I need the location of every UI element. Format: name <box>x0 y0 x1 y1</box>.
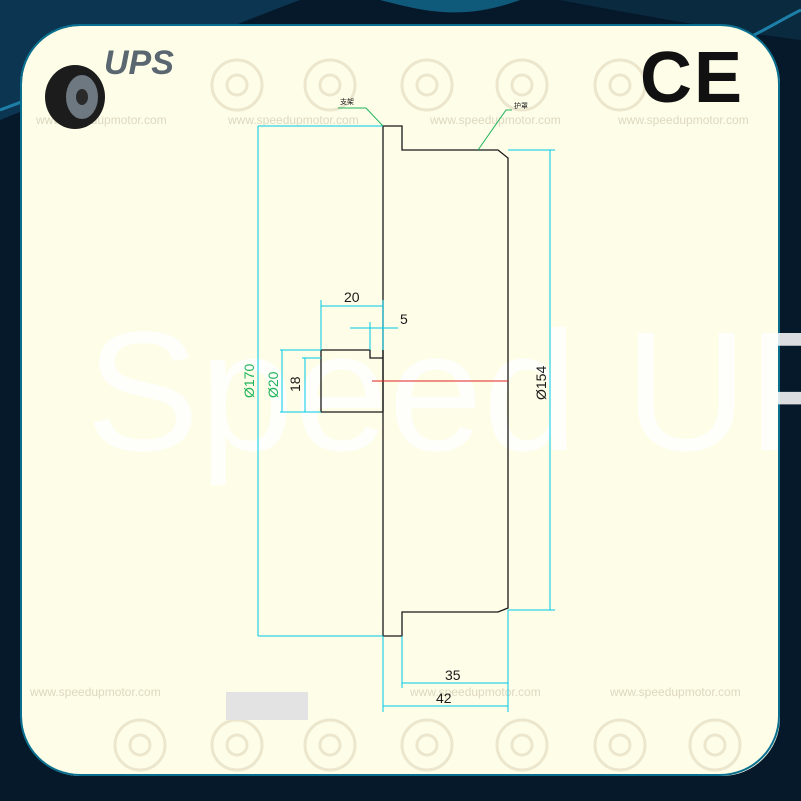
tire-logo-icon <box>45 65 105 129</box>
drawing-panel <box>22 26 780 776</box>
watermark-url-3: www.speedupmotor.com <box>429 113 561 127</box>
dimension-lines <box>257 125 555 712</box>
watermark-url-4: www.speedupmotor.com <box>617 113 749 127</box>
dim-18-label: 18 <box>287 376 303 392</box>
dim-35-label: 35 <box>445 667 461 683</box>
dim-5-label: 5 <box>400 311 408 327</box>
speed-up-watermark: Speed UP <box>86 297 801 487</box>
callout-leaders <box>338 107 512 151</box>
watermark-row-top <box>210 58 647 112</box>
dim-d20-label: Ø20 <box>265 371 281 398</box>
dim-20-label: 20 <box>344 289 360 305</box>
watermark-url-6: www.speedupmotor.com <box>409 685 541 699</box>
bracket-tag: 支架 <box>340 97 354 106</box>
dim-42-label: 42 <box>436 690 452 706</box>
ce-mark: CE <box>640 38 745 118</box>
dim-d170-label: Ø170 <box>241 364 257 398</box>
watermark-url-2: www.speedupmotor.com <box>227 113 359 127</box>
redaction-block <box>226 692 308 720</box>
dim-d154-label: Ø154 <box>533 366 549 400</box>
watermark-row-bottom <box>113 718 742 772</box>
logo-text: UPS <box>104 44 174 82</box>
watermark-url-5: www.speedupmotor.com <box>29 685 161 699</box>
watermark-url-7: www.speedupmotor.com <box>609 685 741 699</box>
cover-tag: 护罩 <box>514 101 528 110</box>
